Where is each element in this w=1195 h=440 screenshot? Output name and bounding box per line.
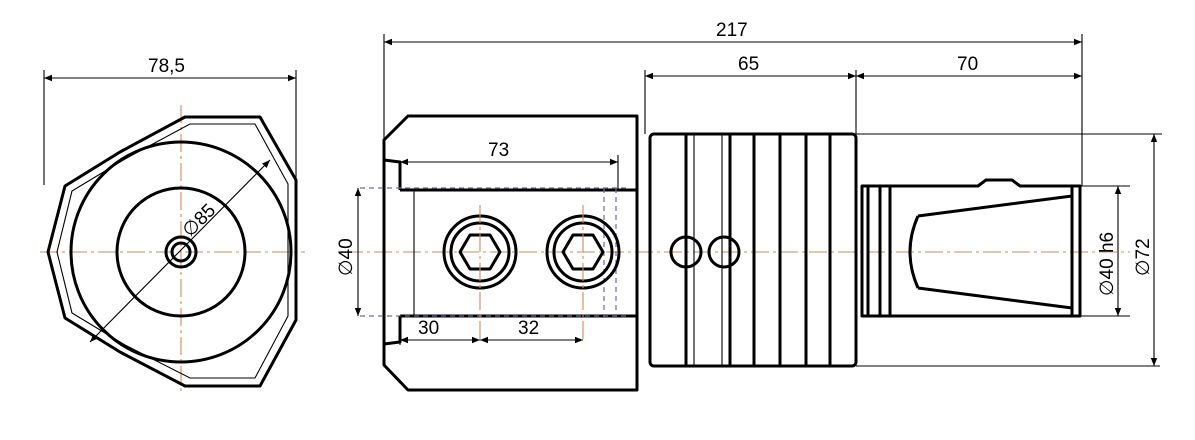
screw-offset-2-label: 32 <box>518 318 539 339</box>
clamp-block-outline <box>382 114 639 392</box>
shank-taper <box>908 194 1073 310</box>
front-view: ∅85 78,5 <box>40 56 305 395</box>
screw-offset-1-label: 30 <box>418 318 439 339</box>
front-inner-contour <box>56 123 289 379</box>
front-width-label: 78,5 <box>148 56 185 77</box>
body-diameter-label: ∅72 <box>1133 238 1154 276</box>
clamp-chamfer-bottom <box>383 316 402 346</box>
bore-diameter-label: ∅40 <box>336 238 357 276</box>
front-body-circle <box>69 140 293 364</box>
clamp-length-label: 65 <box>738 54 759 75</box>
front-diameter-leader <box>89 159 271 343</box>
clamp-chamfer-top <box>383 158 402 190</box>
ribbed-sleeve <box>648 132 858 368</box>
shank <box>856 133 1160 367</box>
side-view: 217 65 70 73 ∅40 30 32 ∅40 h6 ∅72 <box>336 20 1162 392</box>
shank-diameter-label: ∅40 h6 <box>1097 232 1118 296</box>
screw-2 <box>545 205 621 340</box>
shank-outline <box>860 178 1082 318</box>
slot-length-label: 73 <box>488 140 509 161</box>
total-length-label: 217 <box>716 20 748 41</box>
front-outer-contour <box>46 115 298 388</box>
shank-length-label: 70 <box>957 54 978 75</box>
screw-1 <box>442 205 518 340</box>
front-diameter-label: ∅85 <box>179 200 220 241</box>
